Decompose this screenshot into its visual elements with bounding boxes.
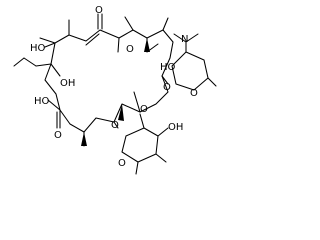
bond-line [139,113,145,129]
bond-line [124,16,134,31]
bond-line [133,91,141,113]
bond-line [171,51,209,91]
amine-nitrogen-label: N [181,34,188,45]
bond-line [13,57,25,67]
c11-hydroxyl-label: HO [30,43,46,54]
glycosidic-oxygen-label: O [163,82,171,93]
structure-canvas: O HO OH O HO O N HO O O O O O OH [13,5,217,175]
bond-line [162,17,169,31]
bond-line [185,33,199,43]
wedge-bond [144,38,150,52]
desosamine-ring-oxygen-label: O [190,88,198,99]
glycosidic-oxygen-label: O [111,120,119,131]
wedge-bond [81,132,87,146]
bond-line [161,75,169,85]
bond-line [44,42,56,48]
bond-line [44,29,174,133]
cladinose-ring-oxygen-label: O [118,158,126,169]
bond-line [35,63,52,67]
bond-line [50,63,61,77]
bond-line [157,127,169,137]
atom-labels: O HO OH O HO O N HO O O O O O OH [30,5,198,169]
bond-line [47,99,61,111]
bond-line [85,33,100,46]
c12-hydroxyl-label: OH [60,78,75,89]
methoxy-oxygen-label: O [126,44,134,55]
bond-line [23,57,37,67]
acid-carbonyl-oxygen-label: O [54,130,62,141]
desosamine-hydroxyl-label: HO [160,62,176,73]
stereo-wedges [81,38,150,146]
cladinose-hydroxyl-label: OH [168,122,183,133]
bond-line [117,37,120,53]
ketone-oxygen-label: O [95,5,103,16]
wedge-bond [118,104,124,121]
bond-line [113,121,119,129]
cladinose-methoxy-label: O [140,104,148,115]
bond-line [173,33,187,43]
bond-line [207,77,217,87]
bond-line [121,127,159,163]
bond-line [39,37,56,44]
acid-hydroxyl-label: HO [34,96,50,107]
bond-line [135,161,139,175]
bond-line [155,153,167,163]
